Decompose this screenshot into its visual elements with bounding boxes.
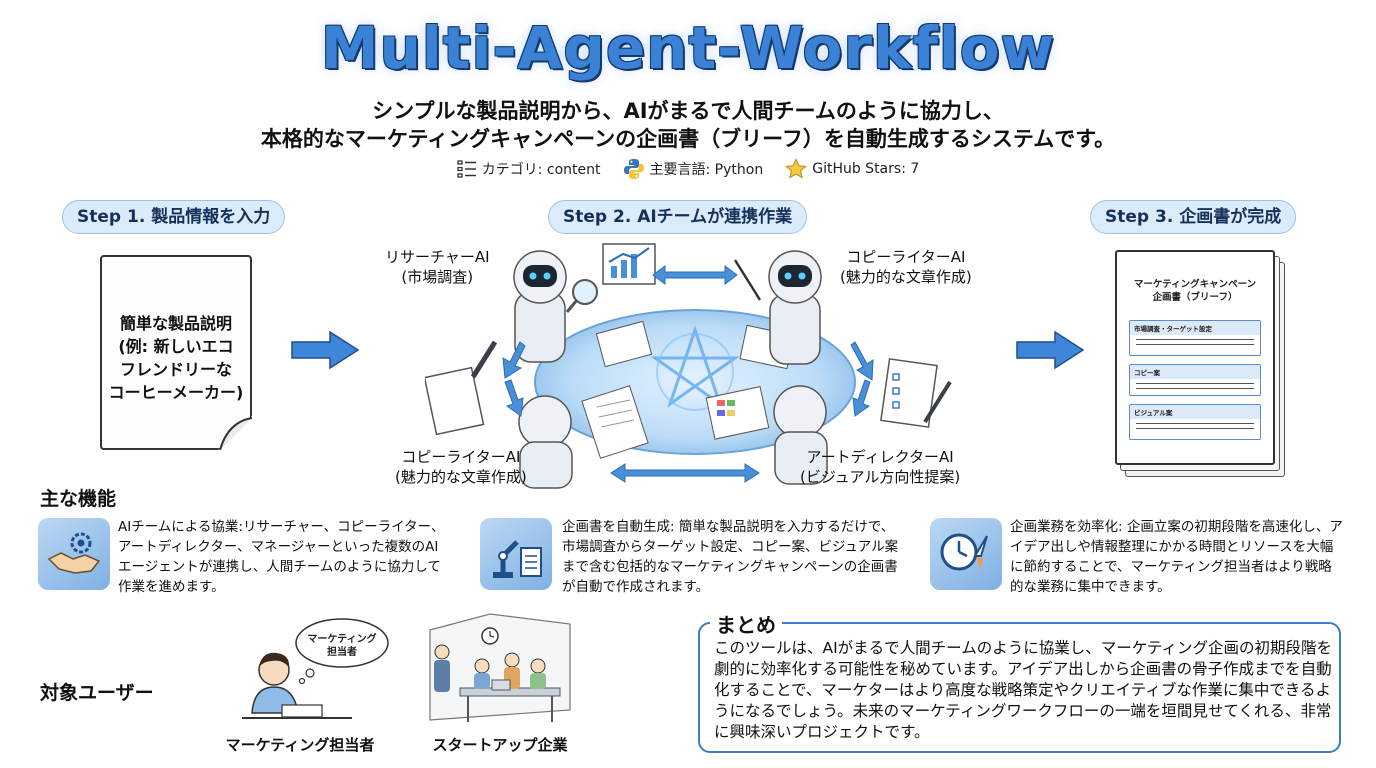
startup-team-icon	[429, 613, 571, 722]
input-doc-line: コーヒーメーカー)	[108, 383, 244, 402]
agent-name: リサーチャーAI	[385, 248, 490, 266]
summary-text: このツールは、AIがまるで人間チームのように協業し、マーケティング企画の初期段階…	[714, 639, 1332, 741]
agent-label-art-director: アートディレクターAI (ビジュアル方向性提案)	[800, 447, 960, 487]
arrow-right-icon	[291, 330, 360, 370]
ai-team-illustration	[425, 243, 952, 489]
input-document-text: 簡単な製品説明 (例: 新しいエコ フレンドリーな コーヒーメーカー)	[100, 312, 252, 404]
step-3-pill: Step 3. 企画書が完成	[1090, 200, 1297, 234]
agent-name: アートディレクターAI	[806, 448, 954, 466]
subtitle-line-1: シンプルな製品説明から、AIがまるで人間チームのように協力し、	[372, 99, 1004, 123]
agent-name: コピーライターAI	[401, 448, 521, 466]
robot-copywriter-bottom	[518, 385, 649, 489]
speech-bubble: マーケティング 担当者	[302, 633, 382, 659]
step-1-pill: Step 1. 製品情報を入力	[62, 200, 286, 234]
feature-text-auto-generate: 企画書を自動生成: 簡単な製品説明を入力するだけで、市場調査からターゲット設定、…	[562, 519, 899, 595]
robot-arm-document-icon	[480, 518, 552, 590]
star-icon	[785, 158, 808, 179]
feature-text-collaboration: AIチームによる協業:リサーチャー、コピーライター、アートディレクター、マネージ…	[118, 519, 445, 595]
meta-stars: GitHub Stars: 7	[785, 158, 919, 180]
meta-language: 主要言語: Python	[623, 158, 764, 180]
speech-bubble-line-2: 担当者	[327, 647, 357, 658]
input-doc-line: フレンドリーな	[119, 360, 232, 379]
target-users-heading: 対象ユーザー	[40, 682, 154, 704]
agent-label-copywriter-bottom: コピーライターAI (魅力的な文章作成)	[395, 447, 527, 487]
page-title: Multi-Agent-Workflow	[320, 14, 1056, 82]
brief-title-line-1: マーケティングキャンペーン	[1133, 279, 1257, 290]
agent-role: (魅力的な文章作成)	[840, 268, 972, 286]
clock-rocket-icon	[930, 518, 1002, 590]
input-doc-line: (例: 新しいエコ	[118, 337, 234, 356]
speech-bubble-line-1: マーケティング	[307, 634, 377, 645]
meta-row: カテゴリ: content 主要言語: Python GitHub Stars:…	[0, 158, 1376, 180]
brief-section: コピー案	[1129, 364, 1261, 396]
features-heading: 主な機能	[40, 488, 117, 510]
list-icon	[457, 160, 476, 178]
input-doc-line: 簡単な製品説明	[119, 314, 232, 333]
robot-researcher	[513, 250, 598, 363]
user-caption-marketer: マーケティング担当者	[225, 736, 375, 754]
summary-heading: まとめ	[710, 609, 782, 638]
agent-role: (市場調査)	[401, 268, 474, 286]
arrow-right-icon	[1016, 330, 1085, 370]
page-curl-icon	[218, 416, 252, 450]
brief-title-line-2: 企画書（ブリーフ）	[1152, 292, 1238, 303]
person-writing-icon	[242, 618, 389, 719]
brief-document: マーケティングキャンペーン 企画書（ブリーフ） 市場調査・ターゲット設定 コピー…	[1115, 250, 1275, 465]
brief-section-label: ビジュアル案	[1130, 405, 1260, 419]
summary-box	[698, 622, 1341, 753]
step-2-pill: Step 2. AIチームが連携作業	[548, 200, 808, 234]
python-icon	[623, 159, 644, 179]
meta-language-label: 主要言語: Python	[649, 162, 764, 178]
robot-copywriter-top	[733, 250, 822, 365]
brief-section-label: 市場調査・ターゲット設定	[1130, 321, 1260, 335]
agent-label-copywriter-top: コピーライターAI (魅力的な文章作成)	[840, 247, 972, 287]
agent-role: (魅力的な文章作成)	[395, 468, 527, 486]
user-caption-startup: スタートアップ企業	[432, 736, 568, 754]
meta-category-label: カテゴリ: content	[481, 162, 601, 178]
agent-name: コピーライターAI	[846, 248, 966, 266]
agent-role: (ビジュアル方向性提案)	[800, 468, 961, 486]
subtitle-line-2: 本格的なマーケティングキャンペーンの企画書（ブリーフ）を自動生成するシステムです…	[260, 127, 1116, 151]
meta-stars-label: GitHub Stars: 7	[812, 161, 920, 177]
handshake-gear-icon	[38, 518, 110, 590]
meta-category: カテゴリ: content	[457, 158, 601, 180]
agent-label-researcher: リサーチャーAI (市場調査)	[385, 247, 490, 287]
brief-section-label: コピー案	[1130, 365, 1260, 379]
robot-art-director	[705, 385, 828, 485]
brief-section: ビジュアル案	[1129, 404, 1261, 440]
brief-section: 市場調査・ターゲット設定	[1129, 320, 1261, 356]
input-document	[100, 255, 252, 450]
feature-text-efficiency: 企画業務を効率化: 企画立案の初期段階を高速化し、アイデア出しや情報整理にかかる…	[1010, 519, 1343, 595]
